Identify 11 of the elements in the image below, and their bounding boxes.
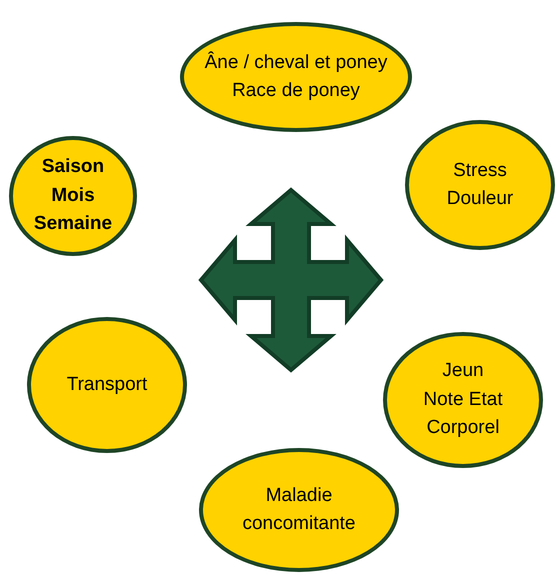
node-label: Jeun: [442, 359, 484, 384]
node-label: Race de poney: [232, 79, 360, 103]
node-label: Douleur: [446, 187, 514, 211]
node-label: Mois: [51, 184, 95, 208]
node-label: Saison: [42, 155, 104, 180]
node-label: Stress: [453, 158, 507, 182]
node-label: Semaine: [34, 212, 112, 236]
node-label: Maladie concomitante: [241, 484, 356, 536]
node-label: Âne / cheval et poney: [204, 50, 388, 74]
node-label: Transport: [66, 372, 148, 397]
node-label: Note Etat Corporel: [422, 388, 504, 440]
